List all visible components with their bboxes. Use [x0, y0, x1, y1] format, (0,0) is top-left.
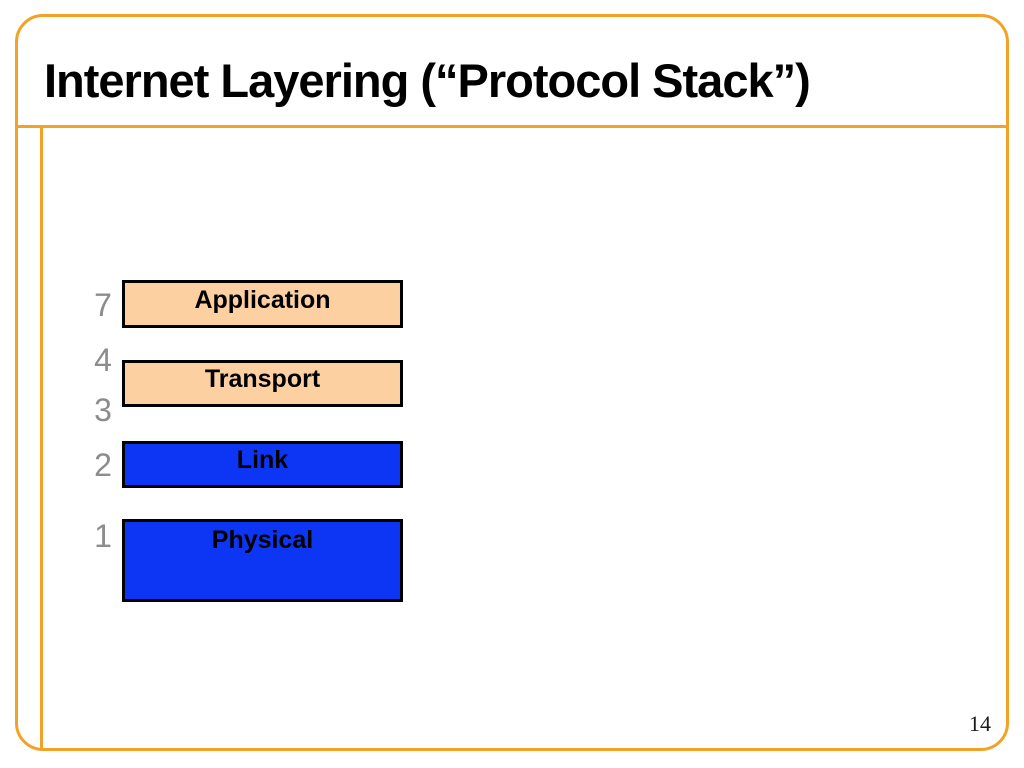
layer-box-application: Application	[122, 280, 403, 328]
layer-number-4: 4	[94, 342, 112, 378]
layer-box-application-label: Application	[194, 285, 331, 314]
layer-number-7: 7	[94, 287, 112, 323]
left-vertical-rule	[40, 127, 43, 750]
slide-title: Internet Layering (“Protocol Stack”)	[44, 54, 811, 107]
layer-number-2: 2	[94, 447, 112, 483]
layer-box-physical: Physical	[122, 519, 403, 602]
title-divider-line	[16, 125, 1008, 128]
layer-box-transport-label: Transport	[204, 365, 321, 393]
layer-box-physical-label: Physical	[211, 526, 314, 554]
layer-box-transport: Transport	[122, 360, 403, 407]
slide-border-frame	[15, 14, 1009, 751]
layer-box-link-label: Link	[236, 446, 289, 474]
layer-number-3: 3	[94, 392, 112, 428]
page-number: 14	[969, 711, 991, 736]
layer-number-1: 1	[94, 518, 112, 554]
layer-box-link: Link	[122, 441, 403, 488]
